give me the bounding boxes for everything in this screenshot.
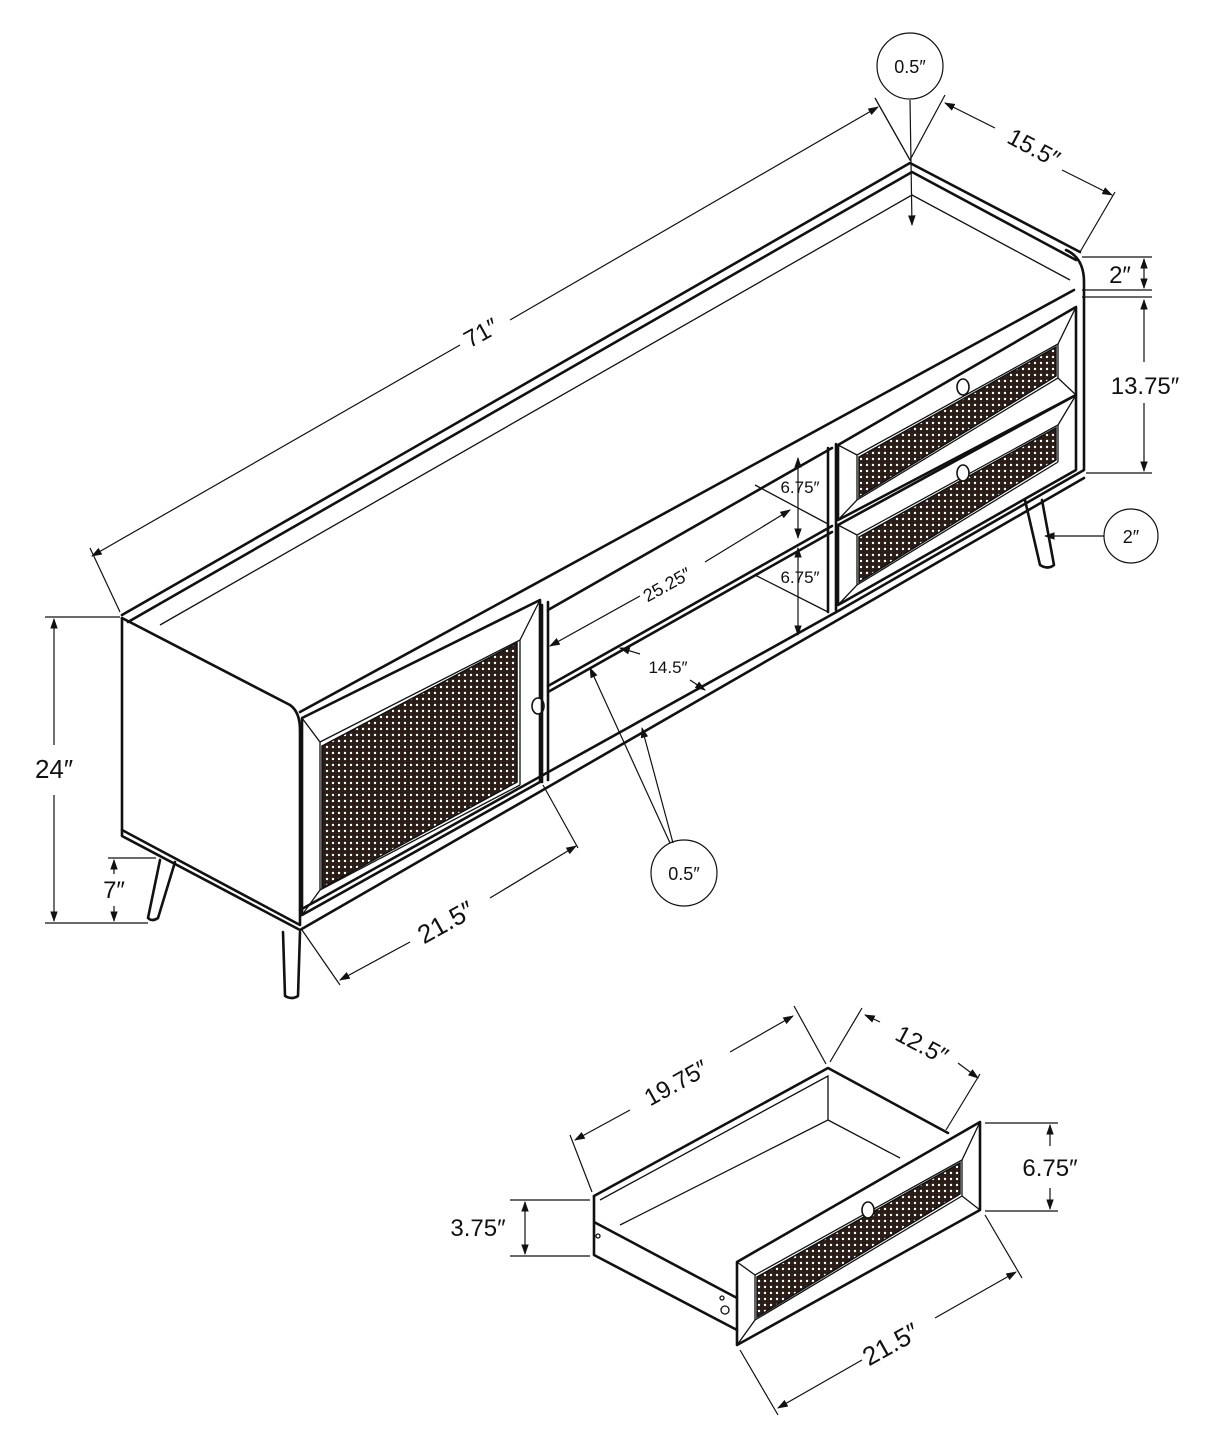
drawer-box-top	[592, 1066, 950, 1198]
dim-line-21-5b	[489, 845, 577, 899]
lower-drawer-cane-panel	[858, 426, 1057, 584]
label-7: 7″	[103, 877, 125, 904]
drawer-front-bevel	[736, 1121, 981, 1346]
drawer-slide-screw-1	[595, 1233, 601, 1239]
top-front-edge	[120, 616, 302, 732]
label-21-5-door: 21.5″	[412, 895, 479, 950]
dim-line-21-5-drawer-b	[934, 1271, 1017, 1319]
top-back-edge-inner	[126, 170, 1078, 624]
upper-drawer-bevel	[837, 306, 1077, 521]
label-14-5: 14.5″	[648, 658, 687, 677]
ext-line-21-5-drawer-right	[984, 1214, 1023, 1279]
label-12-5: 12.5″	[891, 1020, 953, 1070]
right-end-rounded	[838, 248, 1086, 612]
label-19-75: 19.75″	[640, 1055, 713, 1112]
ext-line-21-5-right	[542, 784, 579, 849]
leg-back-left	[146, 858, 177, 922]
label-2-lip: 2″	[1109, 262, 1131, 289]
label-3-75: 3.75″	[450, 1215, 506, 1242]
drawer-slide-screw-2	[719, 1295, 725, 1301]
label-13-75: 13.75″	[1111, 373, 1180, 400]
leg-front-left	[281, 930, 302, 1000]
label-71: 71″	[459, 313, 503, 354]
callout-shelf-leader-2	[640, 726, 674, 844]
ext-line-12-5-right	[945, 1073, 981, 1131]
middle-shelf	[546, 524, 834, 694]
label-shelf-thickness: 0.5″	[668, 864, 700, 884]
dim-line-25-25a	[549, 595, 641, 647]
label-24: 24″	[35, 754, 73, 784]
dim-line-14-5a	[618, 647, 641, 655]
lower-drawer-knob	[956, 464, 970, 482]
ext-line-21-5-drawer-left	[739, 1349, 779, 1416]
ext-line-19-75-left	[569, 1134, 593, 1193]
dim-line-15-5b	[1061, 169, 1113, 196]
ext-line-2-bottom	[1082, 289, 1152, 298]
lower-drawer-bevel	[837, 394, 1077, 606]
top-front-long-edge	[298, 288, 1076, 714]
drawer-front-knob	[861, 1201, 875, 1219]
detached-drawer	[592, 1066, 982, 1347]
drawer-slide-wheel	[720, 1305, 730, 1315]
drawer-dimensions: 19.75″ 12.5″ 6.75″ 3.75″ 21.5″	[450, 1005, 1078, 1416]
ext-line-15-5-right	[1079, 191, 1116, 253]
top-back-edge	[120, 161, 1082, 617]
ext-line-19-75-right	[793, 1005, 827, 1065]
label-top-thickness: 0.5″	[894, 57, 926, 77]
shelf-inner-diagonals	[754, 484, 829, 613]
label-6-75-upper: 6.75″	[780, 478, 819, 497]
dim-line-19-75a	[574, 1109, 631, 1141]
dim-line-14-5b	[689, 679, 706, 691]
dim-line-12-5a	[864, 1014, 881, 1023]
dim-line-21-5a	[339, 941, 411, 981]
label-6-75-lower: 6.75″	[780, 568, 819, 587]
callout-shelf-thickness	[650, 839, 718, 907]
dim-line-19-75b	[729, 1015, 794, 1053]
right-divider	[826, 442, 838, 614]
label-6-75-drawer: 6.75″	[1022, 1155, 1078, 1182]
left-door-bevel	[301, 599, 541, 916]
ext-line-71-left	[89, 547, 121, 613]
left-side-panel	[120, 616, 302, 927]
ext-line-21-5-left	[301, 929, 341, 986]
left-door-cane-panel	[321, 641, 518, 890]
label-21-5-drawer: 21.5″	[857, 1317, 924, 1372]
left-door-frame	[300, 598, 542, 917]
dim-line-15-5a	[944, 102, 996, 129]
dim-line-12-5b	[957, 1062, 979, 1079]
callout-top-thickness	[876, 32, 944, 100]
dim-line-21-5-drawer-a	[777, 1359, 863, 1409]
callout-top-leader	[908, 99, 916, 227]
drawer-box-left-side	[592, 1194, 739, 1332]
callout-shelf-leader-1	[589, 667, 671, 844]
main-unit	[120, 161, 1086, 1000]
drawer-box-inner	[599, 1074, 901, 1226]
dim-line-71	[91, 344, 461, 557]
callout-top-ext-left	[874, 94, 946, 162]
ext-line-12-5-left	[829, 1007, 863, 1063]
shelf-back-top	[546, 446, 834, 612]
drawer-front-cane-panel	[756, 1161, 961, 1319]
upper-drawer-knob	[956, 378, 970, 396]
left-base-strip	[120, 476, 1086, 932]
upper-drawer-cane-panel	[858, 345, 1057, 499]
leg-front-right	[1023, 498, 1056, 569]
label-25-25: 25.25″	[640, 563, 695, 606]
label-15-5: 15.5″	[1003, 123, 1065, 173]
dim-line-71b	[509, 106, 879, 321]
label-leg-inset: 2″	[1123, 527, 1140, 547]
dim-line-25-25b	[704, 509, 791, 563]
front-bottom-rail	[298, 608, 842, 912]
lower-drawer-front	[836, 393, 1078, 607]
